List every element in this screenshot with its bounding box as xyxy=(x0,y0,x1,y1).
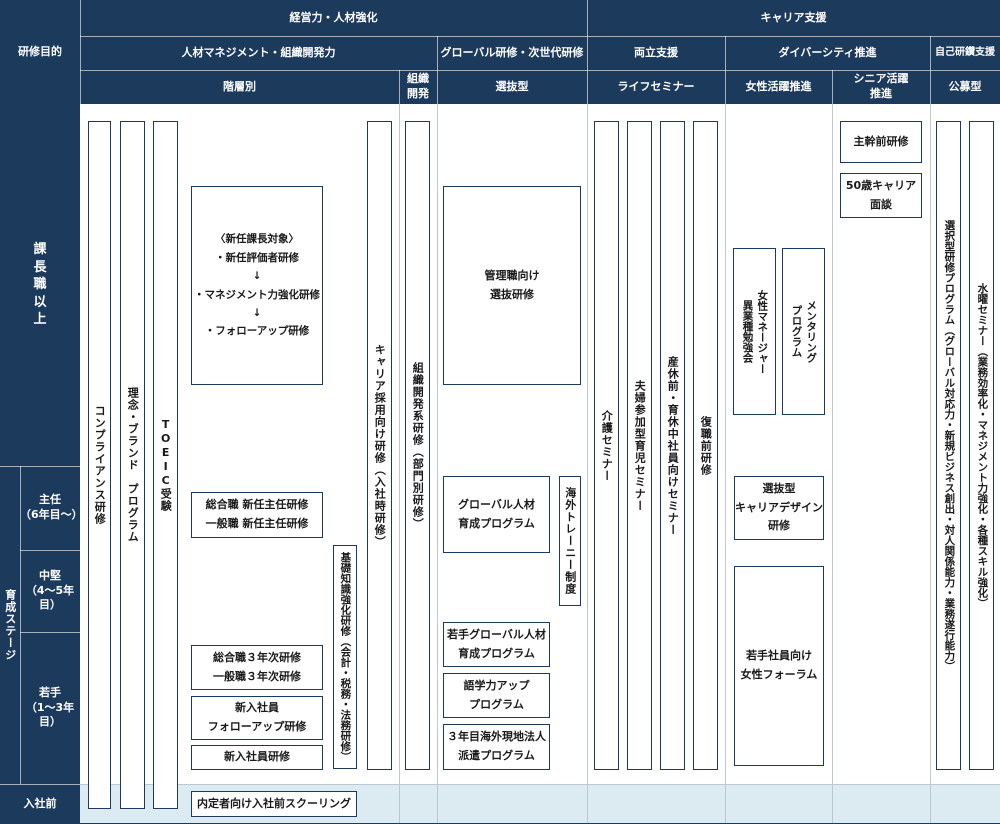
col-life-seminar: ライフセミナー xyxy=(587,70,725,104)
purpose-header: 研修目的 xyxy=(0,0,80,104)
category-management: 経営力・人材強化 xyxy=(80,0,587,36)
new-manager-training: 〈新任課長対象〉 ・新任評価者研修 ↓ ・マネジメント力強化研修 ↓ ・フォロー… xyxy=(191,186,323,385)
overseas-dispatch-program: ３年目海外現地法人 派遣プログラム xyxy=(443,724,550,770)
compliance-training: コンプライアンス研修 xyxy=(88,121,111,809)
subcategory-self-development: 自己研鑽支援 xyxy=(930,36,1000,70)
manager-selective-training: 管理職向け 選抜研修 xyxy=(443,186,581,385)
col-senior: シニア活躍 推進 xyxy=(832,70,930,104)
language-skill-program: 語学力アップ プログラム xyxy=(443,673,550,718)
col-open-recruit: 公募型 xyxy=(930,70,1000,104)
career-design-training: 選抜型 キャリアデザイン 研修 xyxy=(734,476,824,540)
pre-senior-staff-training: 主幹前研修 xyxy=(840,121,922,163)
overseas-trainee-system: 海外トレーニー制度 xyxy=(559,476,581,606)
nursing-care-seminar: 介護セミナー xyxy=(594,121,619,770)
row-pre-joining: 入社前 xyxy=(0,784,80,824)
new-employee-followup: 新入社員 フォローアップ研修 xyxy=(191,696,323,740)
women-manager-study-group: 女性マネージャー 異業種勉強会 xyxy=(733,248,776,415)
young-global-talent-program: 若手グローバル人材 育成プログラム xyxy=(443,622,550,667)
org-development-training: 組織開発系研修（部門別研修） xyxy=(405,121,430,770)
row-manager-above: 課 長 職 以 上 xyxy=(0,104,80,466)
age50-career-interview: 50歳キャリア 面談 xyxy=(840,173,922,218)
toeic-exam: TOEIC受験 xyxy=(153,121,178,809)
mentoring-program: メンタリング プログラム xyxy=(782,248,825,415)
subcategory-hr-management: 人材マネジメント・組織開発力 xyxy=(80,36,437,70)
basic-knowledge-training: 基礎知識強化研修（会計・税務・法務研修） xyxy=(333,545,357,769)
col-org-dev: 組織 開発 xyxy=(399,70,437,104)
new-chief-training: 総合職 新任主任研修 一般職 新任主任研修 xyxy=(191,492,323,538)
subcategory-global: グローバル研修・次世代研修 xyxy=(437,36,587,70)
maternity-leave-seminar: 産休前・育休中社員向けセミナー xyxy=(660,121,685,770)
third-year-training: 総合職３年次研修 一般職３年次研修 xyxy=(191,645,323,690)
mid-career-hire-training: キャリア採用向け研修（入社時研修） xyxy=(367,121,392,770)
col-selective: 選抜型 xyxy=(437,70,587,104)
couples-parenting-seminar: 夫婦参加型育児セミナー xyxy=(627,121,652,770)
global-talent-program: グローバル人材 育成プログラム xyxy=(443,476,550,553)
row-development-stage: 育成ステージ xyxy=(0,466,20,784)
elective-training-program: 選択型研修プログラム（グローバル対応力・新規ビジネス創出・対人関係能力・業務遂行… xyxy=(936,121,961,770)
col-women: 女性活躍推進 xyxy=(725,70,832,104)
category-career: キャリア支援 xyxy=(587,0,1000,36)
new-employee-training: 新入社員研修 xyxy=(191,745,323,770)
return-to-work-training: 復職前研修 xyxy=(693,121,718,770)
philosophy-brand-program: 理念・ブランド プログラム xyxy=(120,121,145,809)
wednesday-seminar: 水曜セミナー（業務効率化・マネジメント力強化・各種スキル強化） xyxy=(969,121,994,770)
pre-joining-schooling: 内定者向け入社前スクーリング xyxy=(191,791,357,817)
young-women-forum: 若手社員向け 女性フォーラム xyxy=(734,566,824,766)
subcategory-diversity: ダイバーシティ推進 xyxy=(725,36,930,70)
row-midlevel: 中堅 （4～5年目） xyxy=(20,550,80,632)
col-tiered: 階層別 xyxy=(80,70,399,104)
row-junior: 若手 （1～3年目） xyxy=(20,632,80,784)
row-chief: 主任 （6年目～） xyxy=(20,466,83,550)
subcategory-work-life: 両立支援 xyxy=(587,36,725,70)
